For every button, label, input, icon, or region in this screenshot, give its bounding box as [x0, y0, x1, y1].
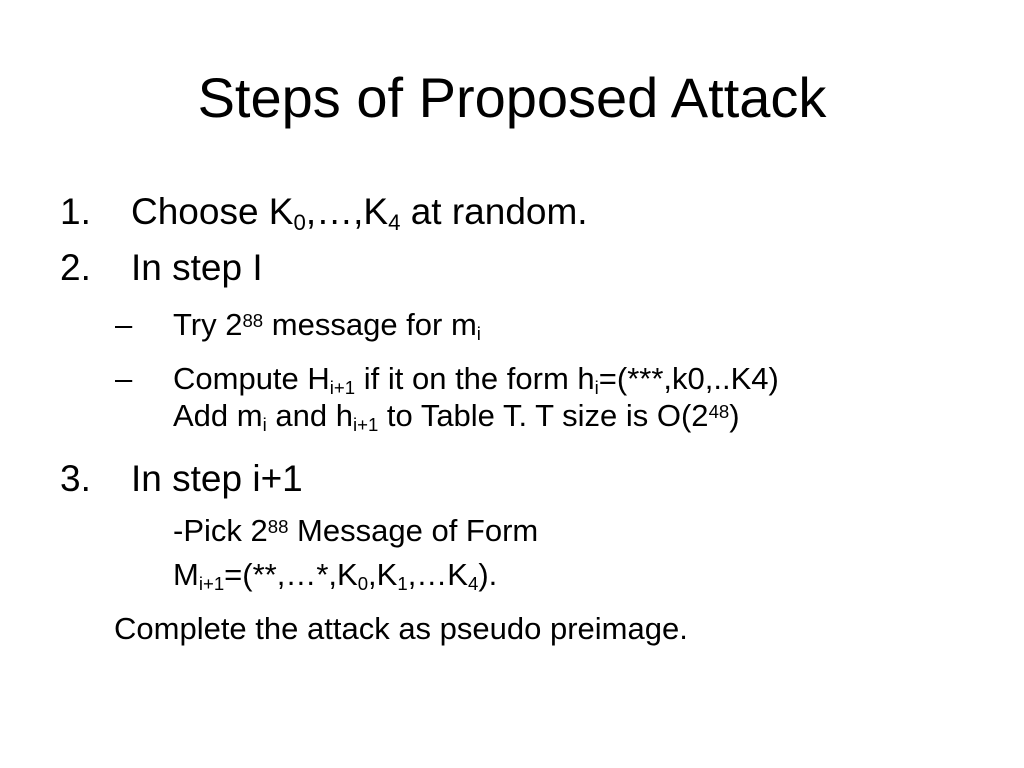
list-number: 3. — [60, 458, 91, 499]
sub-item-text-line2: Add mi and hi+1 to Table T. T size is O(… — [173, 398, 740, 436]
sub-item-text: Try 288 message for mi — [173, 307, 481, 345]
pick-text: -Pick 288 Message of Form — [173, 513, 539, 548]
list-number: 2. — [60, 247, 91, 288]
conclusion: Complete the attack as pseudo preimage. — [114, 611, 688, 647]
dash-bullet: – — [115, 307, 133, 342]
slide-title: Steps of Proposed Attack — [197, 66, 827, 129]
list-text: In step i+1 — [131, 458, 303, 499]
list-text: In step I — [131, 247, 263, 288]
sub-item-text-line1: Compute Hi+1 if it on the form hi=(***,k… — [173, 361, 779, 399]
list-text: Choose K0,…,K4 at random. — [131, 191, 588, 236]
dash-bullet: – — [115, 361, 133, 396]
pick-formula: Mi+1=(**,…*,K0,K1,…K4). — [173, 557, 498, 595]
conclusion-text: Complete the attack as pseudo preimage. — [114, 611, 688, 646]
list-number: 1. — [60, 191, 91, 232]
